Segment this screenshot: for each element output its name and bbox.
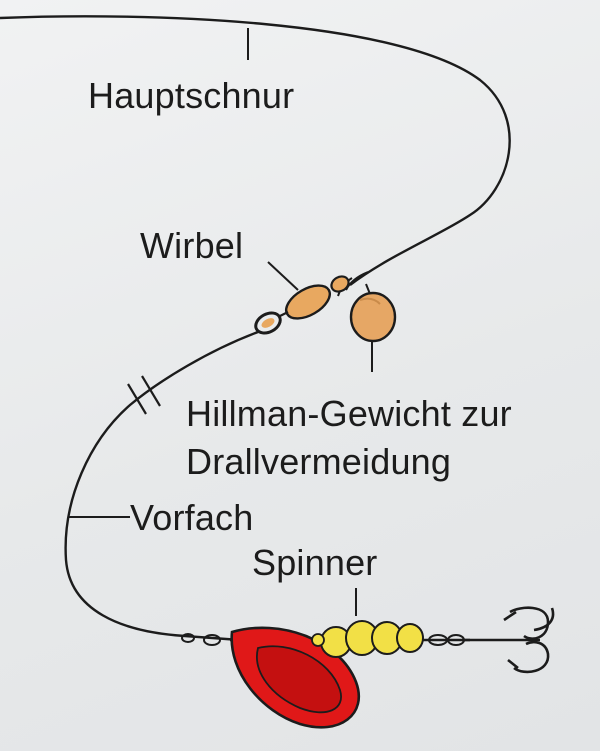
leader-break-mark-1 <box>127 383 147 415</box>
leader-break-mark-2 <box>141 375 161 407</box>
treble-hook-icon <box>462 606 555 674</box>
main-line <box>0 15 511 286</box>
hillman-weight-icon <box>349 283 397 343</box>
swivel-label: Wirbel <box>140 225 244 266</box>
weight-label-line2: Drallvermeidung <box>186 441 452 482</box>
snap-link <box>181 633 221 646</box>
swivel-icon <box>254 275 350 335</box>
leader-line <box>64 330 259 642</box>
bead-icon <box>311 620 424 658</box>
swivel-leader-tick <box>267 261 299 291</box>
spinner-label: Spinner <box>252 542 378 583</box>
leader-label: Vorfach <box>130 497 254 538</box>
weight-label-line1: Hillman-Gewicht zur <box>186 393 512 434</box>
main-line-label: Hauptschnur <box>88 75 295 116</box>
